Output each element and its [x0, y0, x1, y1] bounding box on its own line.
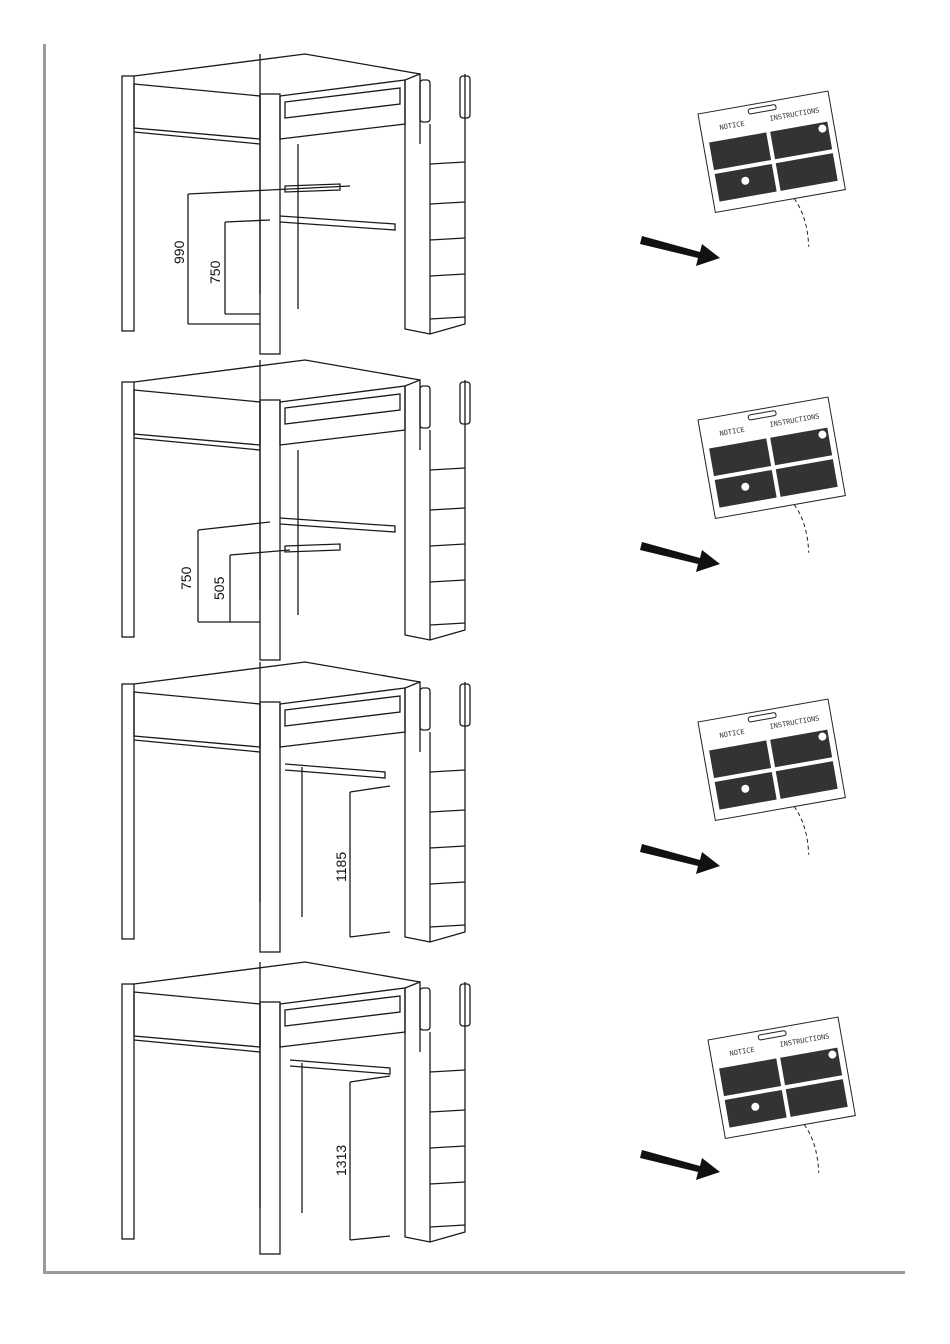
panel-desk-low: 750 505 NOTICE INSTRUCTIONS: [60, 350, 920, 650]
loft-bed-diagram: 1313 NOTICE INSTRUCTIONS: [60, 958, 920, 1258]
arrow-icon: [640, 236, 720, 266]
panel-storage-1313: 1313 NOTICE INSTRUCTIONS: [60, 958, 920, 1258]
dimension-label-2: 505: [211, 576, 227, 600]
page-frame-left: [43, 44, 46, 1274]
dimension-label-2: 750: [207, 260, 223, 284]
loft-bed-diagram: 1185 NOTICE INSTRUCTIONS: [60, 652, 920, 952]
arrow-icon: [640, 542, 720, 572]
arrow-icon: [640, 844, 720, 874]
panel-storage-1185: 1185 NOTICE INSTRUCTIONS: [60, 652, 920, 952]
arrow-icon: [640, 1150, 720, 1180]
dimension-label-1: 1185: [333, 852, 349, 882]
loft-bed-diagram: 750 505 NOTICE INSTRUCTIONS: [60, 350, 920, 650]
panel-desk-high: 990 750 NOTICE INSTRUCTIONS: [60, 44, 920, 344]
page-frame-bottom: [43, 1271, 905, 1274]
dimension-label-1: 750: [178, 566, 194, 590]
dimension-label-1: 990: [171, 240, 187, 264]
dimension-label-1: 1313: [333, 1145, 349, 1176]
loft-bed-diagram: 990 750 NOTICE INSTRUCTIONS: [60, 44, 920, 344]
